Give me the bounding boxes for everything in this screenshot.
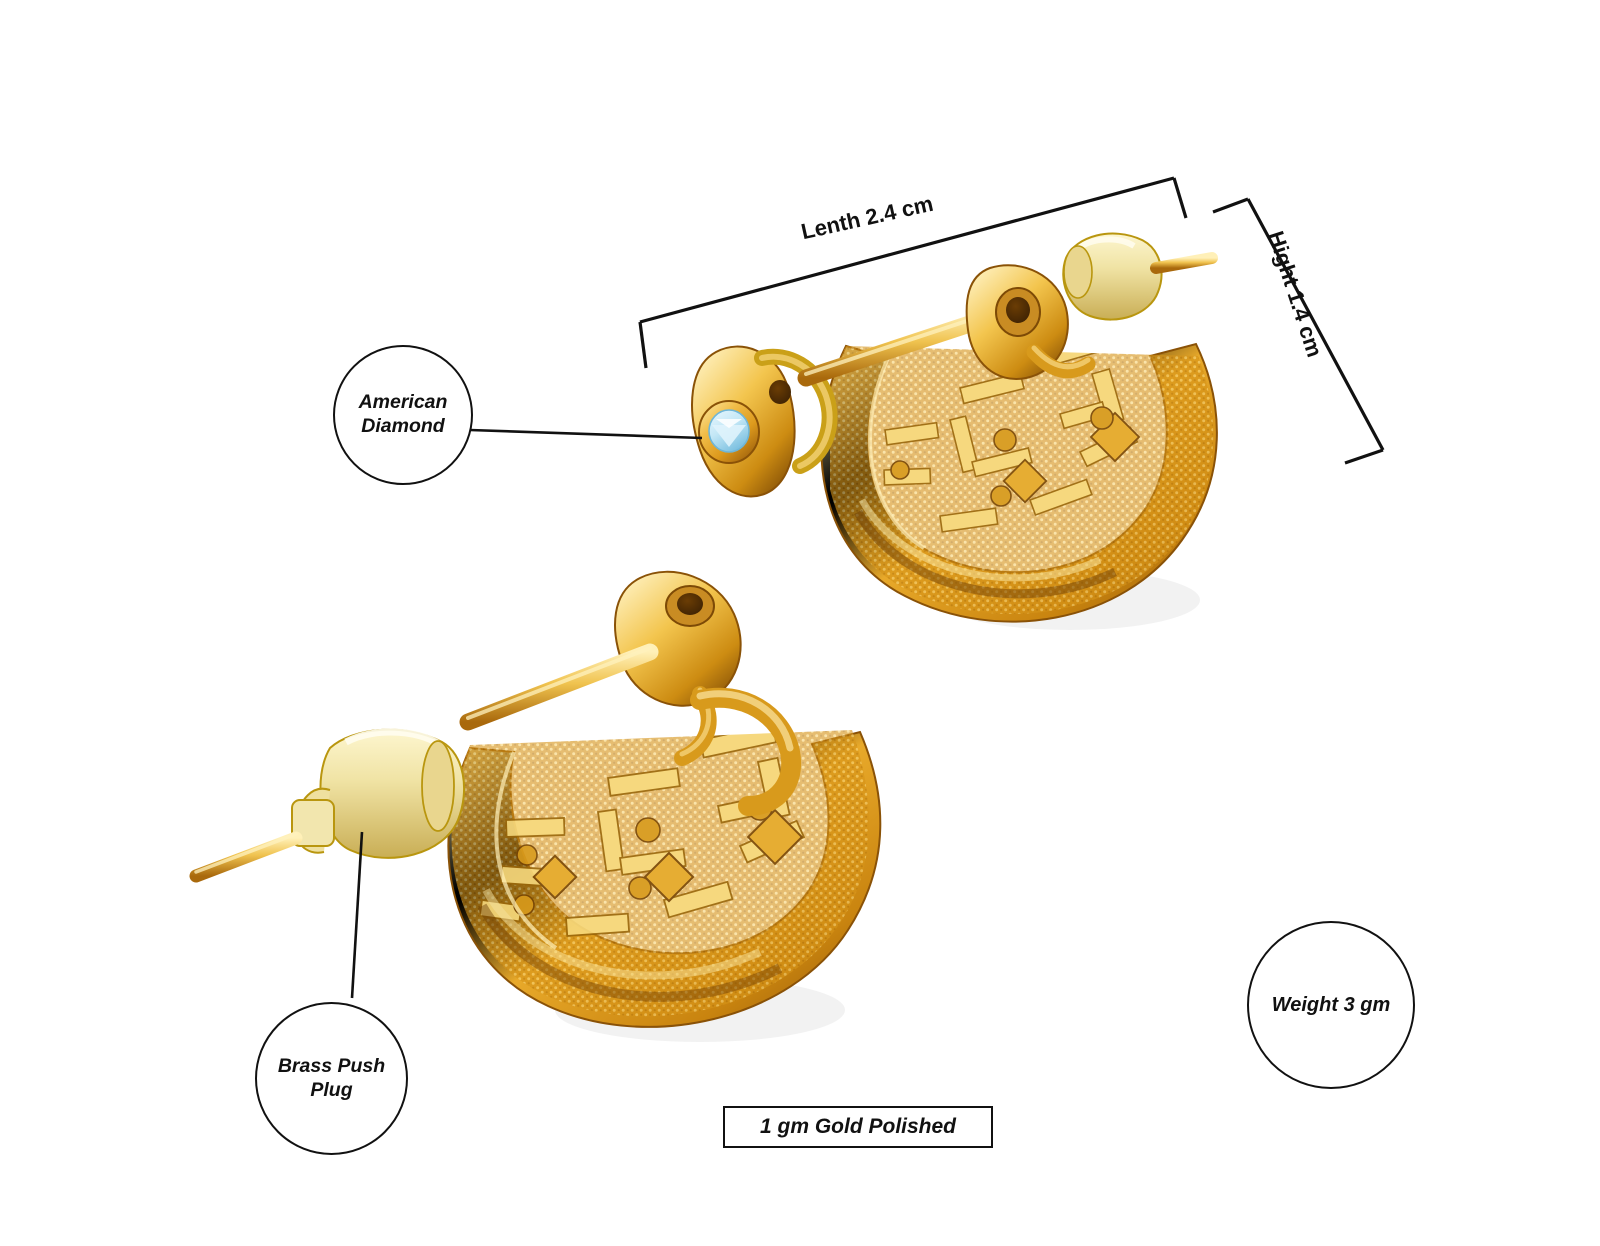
dimension-height [1212, 197, 1385, 465]
callout-american-diamond-line2: Diamond [361, 415, 445, 437]
push-plug-top [1062, 232, 1218, 321]
leader-brass-push-plug [350, 831, 364, 999]
tag-gold-polished: 1 gm Gold Polished [723, 1106, 993, 1148]
callout-weight-text: Weight 3 gm [1271, 993, 1391, 1016]
callout-brass-push-plug: Brass Push Plug [255, 1002, 408, 1155]
push-plug-bottom [189, 728, 465, 883]
tag-gold-polished-text: 1 gm Gold Polished [759, 1115, 957, 1138]
callout-brass-push-plug-line2: Plug [310, 1078, 353, 1101]
callout-american-diamond-text: American Diamond [359, 391, 448, 439]
earring-top [691, 232, 1218, 630]
callout-brass-push-plug-text: Brass Push Plug [278, 1055, 385, 1103]
earring-bottom [189, 570, 882, 1042]
leader-american-diamond [469, 428, 703, 440]
leader-lines [350, 428, 703, 999]
dimension-length [638, 176, 1188, 369]
callout-american-diamond: American Diamond [333, 345, 473, 485]
callout-weight: Weight 3 gm [1247, 921, 1415, 1089]
callout-american-diamond-line1: American [358, 391, 448, 414]
callout-brass-push-plug-line1: Brass Push [277, 1054, 386, 1077]
american-diamond-gem [708, 409, 750, 453]
